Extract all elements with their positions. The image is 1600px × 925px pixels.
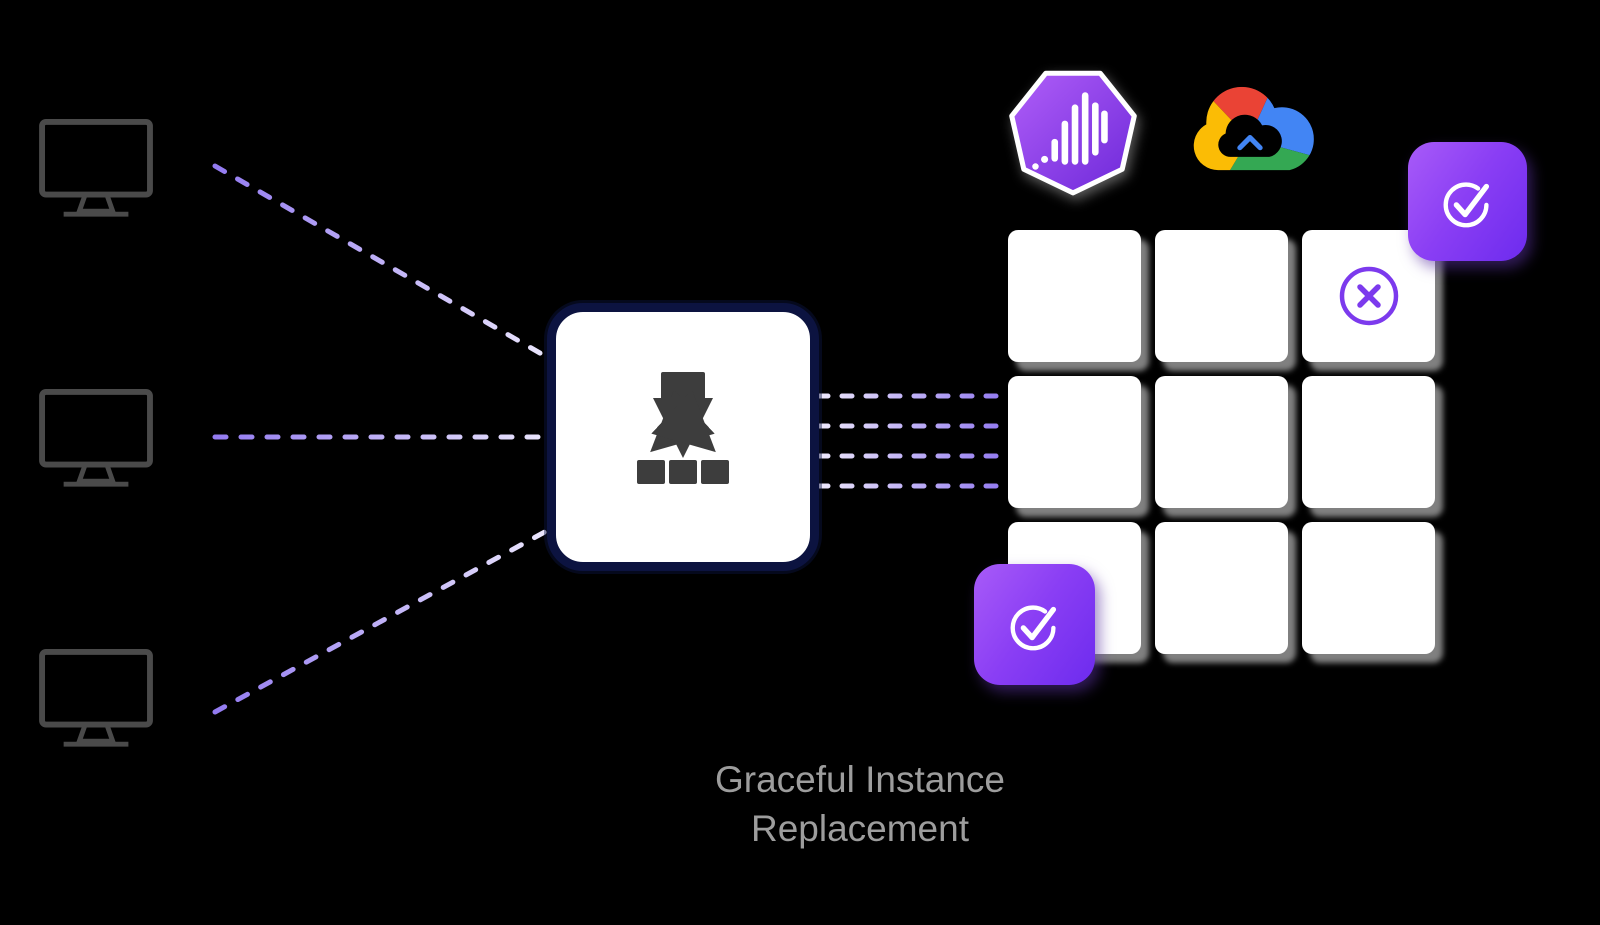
client-monitor-1 (38, 118, 156, 222)
client-monitor-3 (38, 648, 156, 752)
check-circle-icon (1443, 181, 1489, 227)
google-cloud-logo (1193, 86, 1314, 171)
client-connector-line (212, 525, 555, 715)
caption: Graceful Instance Replacement (600, 756, 1120, 854)
instance-cell (1155, 230, 1288, 362)
caption-line-2: Replacement (750, 807, 969, 849)
client-connector-line (212, 163, 555, 363)
instance-cell-terminating (1302, 230, 1435, 362)
caption-line-1: Graceful Instance (715, 759, 1005, 800)
instance-cell (1008, 230, 1141, 362)
load-balancer-box (547, 303, 819, 571)
instance-cell (1302, 522, 1435, 654)
load-balancer-icon (637, 372, 729, 484)
purple-heptagon-logo (1009, 70, 1137, 196)
check-circle-icon (1010, 604, 1056, 650)
instance-cell (1302, 376, 1435, 508)
monitor-icon (39, 388, 153, 487)
client-monitor-2 (38, 388, 156, 492)
instance-cell (1155, 522, 1288, 654)
check-badge-bottom-left (974, 564, 1095, 685)
monitor-icon (39, 648, 153, 747)
instance-cell (1008, 376, 1141, 508)
check-badge-top-right (1408, 142, 1527, 261)
x-circle-icon (1339, 266, 1398, 326)
instance-cell (1155, 376, 1288, 508)
monitor-icon (39, 118, 153, 217)
